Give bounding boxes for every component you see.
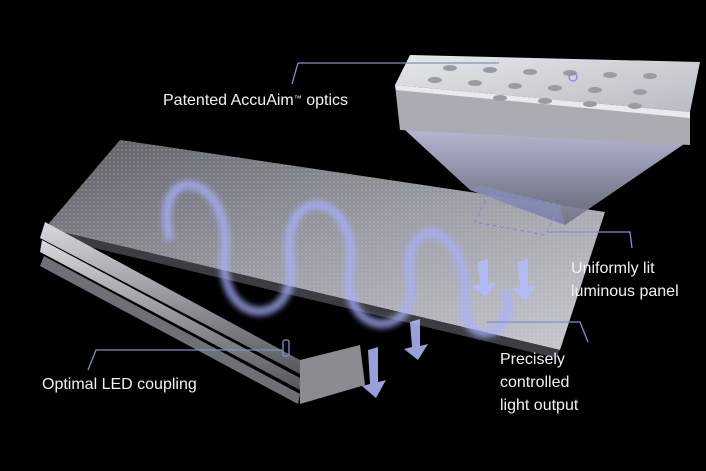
leader-lines [87,62,633,371]
label-panel-line1: Uniformly lit [571,260,655,277]
label-panel: Uniformly lit luminous panel [571,257,679,303]
optics-block [395,55,700,145]
label-output-line1: Precisely [500,351,565,368]
led-rails [40,222,365,404]
light-output-arrows [362,259,536,398]
light-spiral [162,180,512,338]
label-output: Precisely controlled light output [500,348,578,417]
trademark: ™ [293,94,302,103]
label-optics-suffix: optics [301,92,348,109]
label-output-line2: controlled [500,374,570,391]
label-coupling: Optimal LED coupling [42,376,197,393]
label-optics: Patented AccuAim™ optics [163,89,348,112]
label-optics-text: Patented AccuAim [163,92,294,109]
label-panel-line2: luminous panel [571,283,679,300]
optics-cone [405,130,690,225]
label-output-line3: light output [500,397,579,414]
